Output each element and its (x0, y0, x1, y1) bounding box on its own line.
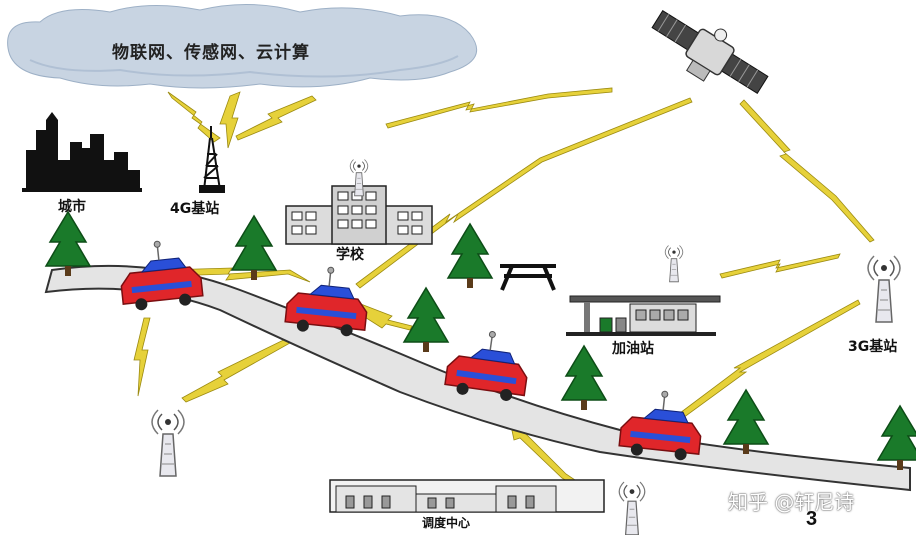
tree-icon (561, 345, 607, 411)
picnic-table-icon (500, 264, 556, 291)
roadside-tower-icon (618, 481, 646, 535)
label-gas-station: 加油站 (612, 341, 654, 357)
tree-icon (723, 389, 769, 455)
city-skyline-icon (22, 112, 142, 192)
lightning-icon (667, 299, 861, 427)
roadside-tower-icon (151, 409, 185, 477)
label-4g-base: 4G基站 (170, 201, 220, 217)
tree-icon (877, 405, 916, 471)
4g-base-tower-icon (199, 126, 225, 193)
lightning-icon (133, 317, 151, 397)
cloud (7, 3, 478, 89)
tree-icon (45, 211, 91, 277)
label-city: 城市 (58, 199, 86, 215)
tree-icon (447, 223, 493, 289)
lightning-icon (719, 253, 841, 279)
gas-station-icon (566, 245, 721, 336)
page-number: 3 (806, 508, 818, 530)
lightning-icon (739, 99, 875, 243)
label-dispatch-center: 调度中心 (422, 516, 471, 530)
tree-icon (403, 287, 449, 353)
lightning-icon (235, 95, 317, 141)
lightning-icon (385, 87, 613, 129)
satellite-icon (651, 9, 769, 95)
cloud-title: 物联网、传感网、云计算 (112, 43, 310, 63)
tree-icon (231, 215, 277, 281)
watermark: 知乎 @轩尼诗 (728, 490, 855, 514)
lightning-icon (355, 97, 693, 289)
car-icon (617, 386, 706, 463)
lightning-icon (219, 91, 241, 149)
lightning-icon (167, 91, 221, 143)
car-icon (116, 236, 205, 313)
label-3g-base: 3G基站 (848, 339, 898, 355)
3g-base-tower-icon (867, 255, 901, 323)
label-school: 学校 (336, 247, 364, 263)
school-building-icon (285, 159, 433, 245)
dispatch-center-icon (329, 479, 605, 513)
